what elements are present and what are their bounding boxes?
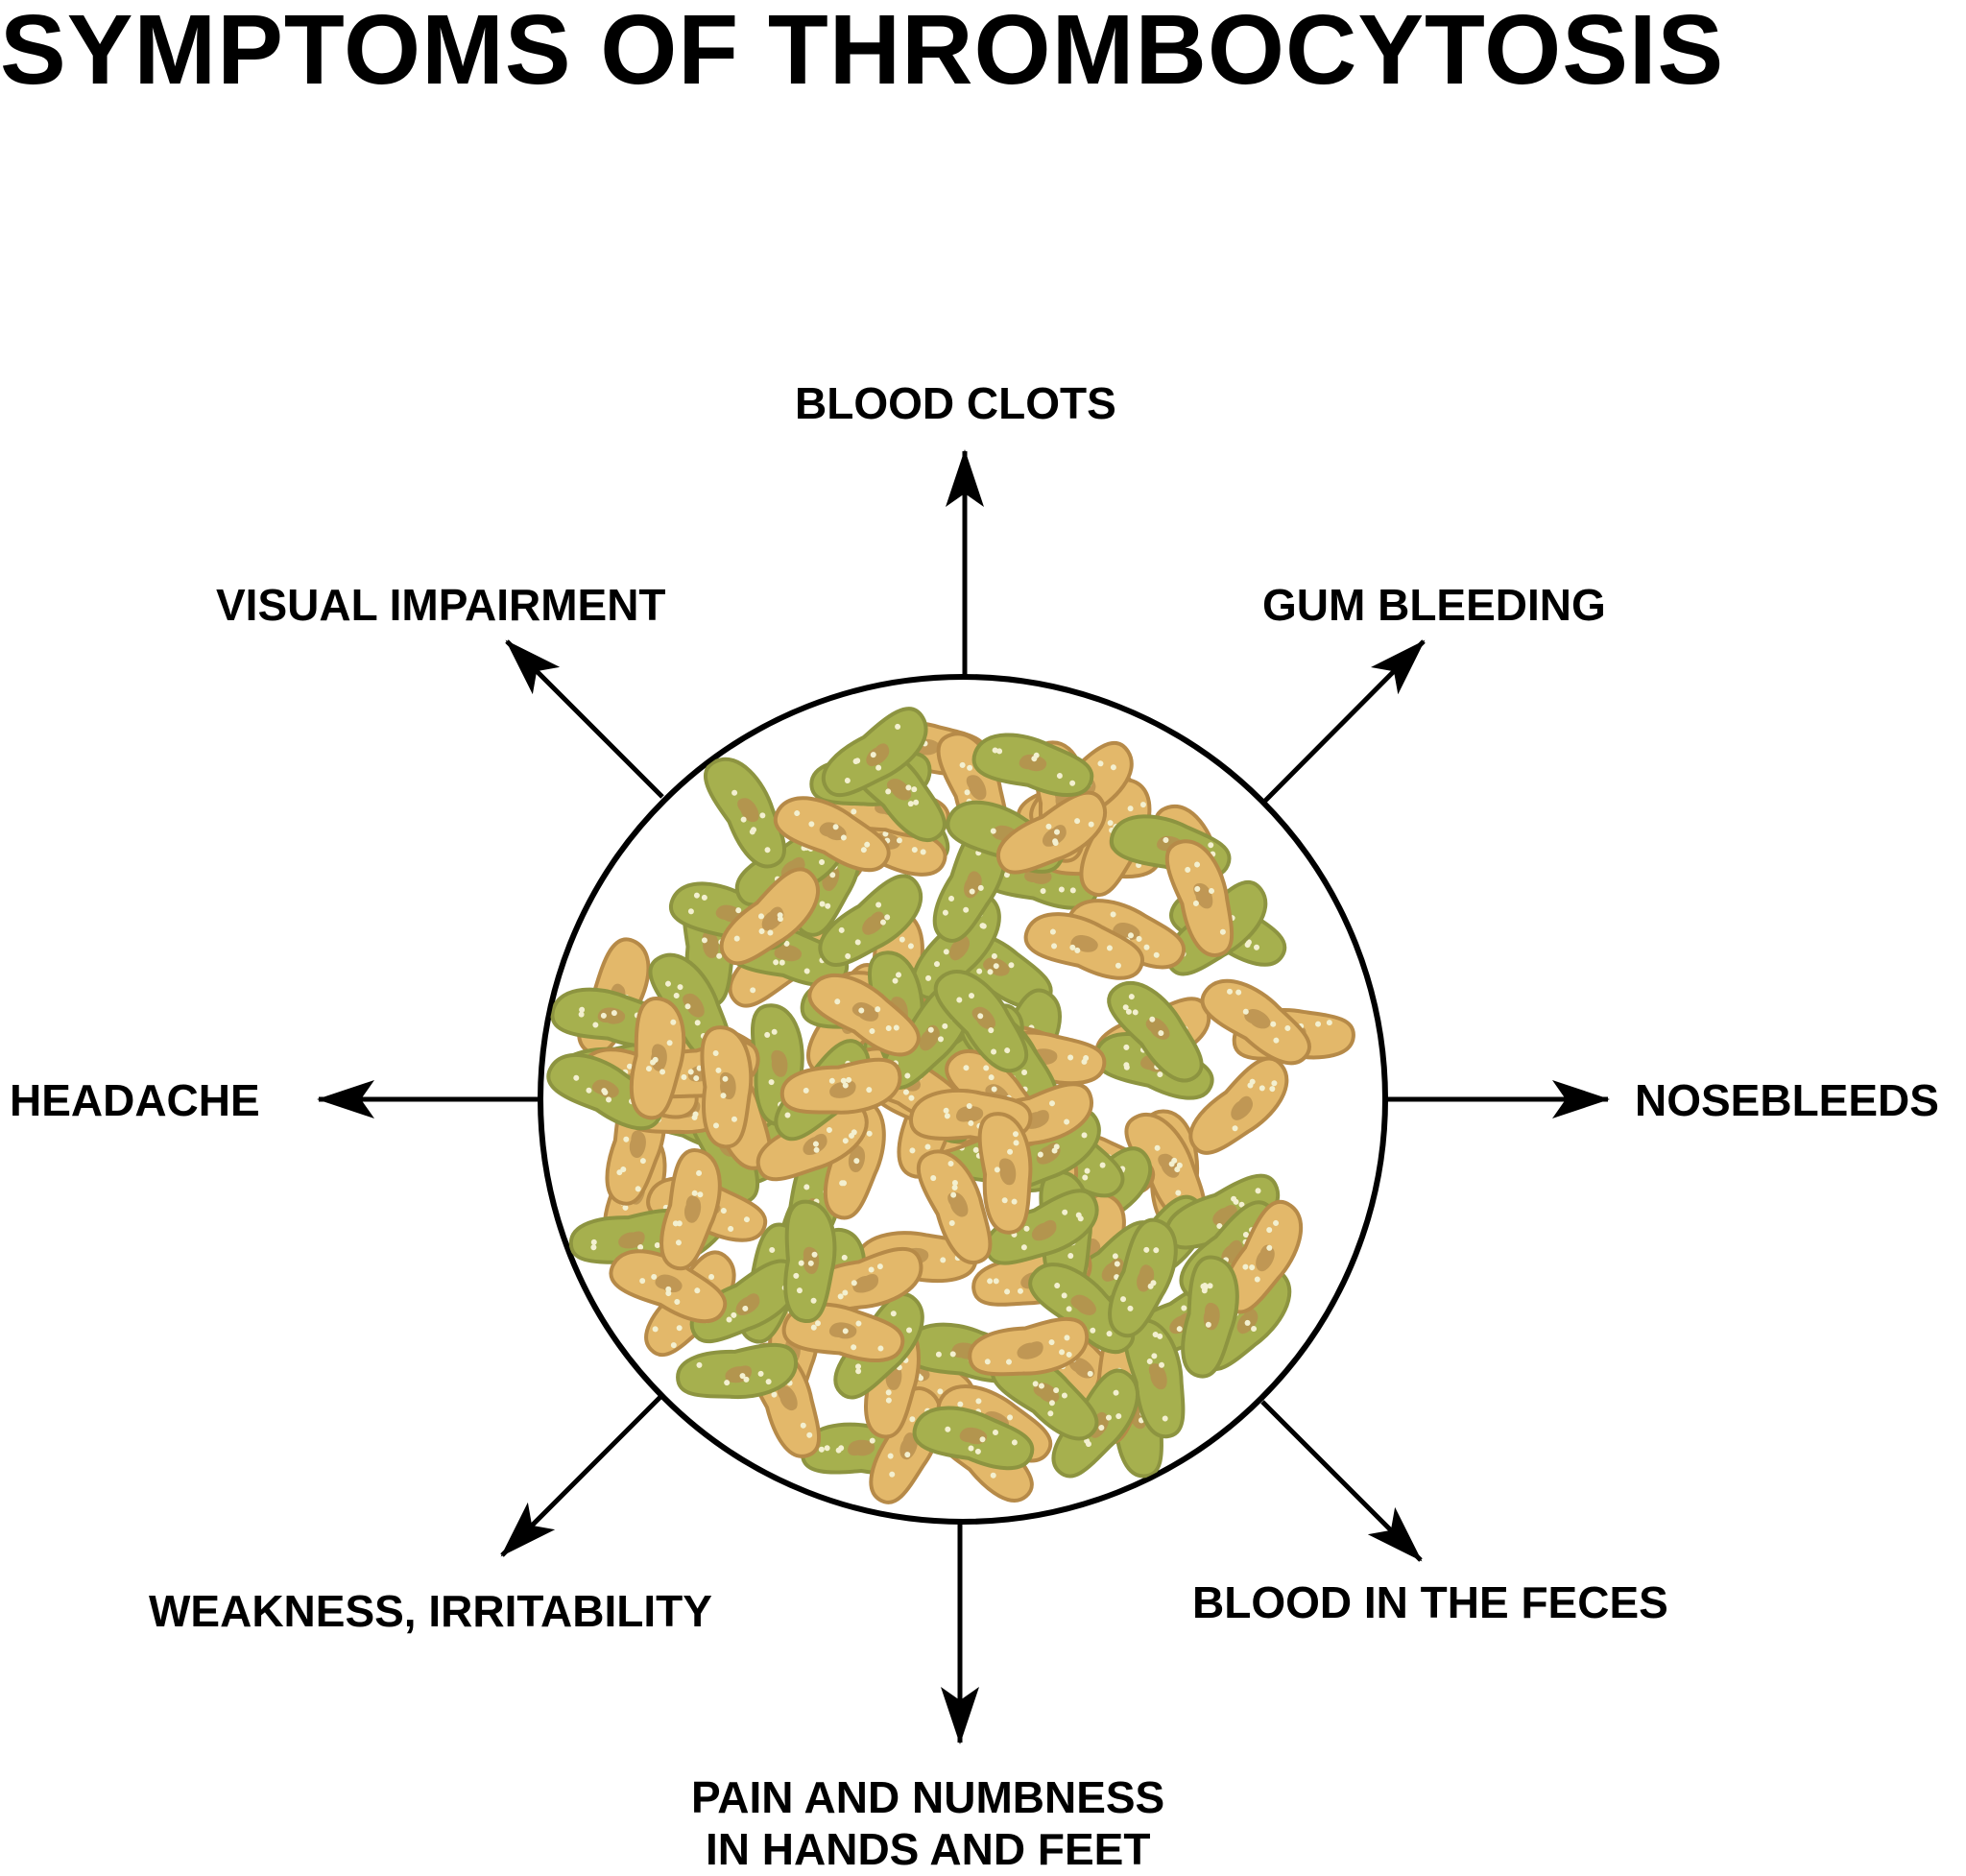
symptom-gum-bleeding: GUM BLEEDING xyxy=(1262,580,1606,630)
symptom-weakness-irritability: WEAKNESS, IRRITABILITY xyxy=(149,1586,712,1636)
platelet xyxy=(932,825,1008,943)
platelet xyxy=(971,733,1094,797)
symptom-pain-numbness-line1: PAIN AND NUMBNESS xyxy=(691,1772,1165,1822)
platelet xyxy=(933,970,1029,1073)
platelet xyxy=(700,1025,754,1149)
platelet xyxy=(807,974,921,1057)
platelet xyxy=(546,1052,663,1131)
platelet xyxy=(1181,1255,1239,1379)
platelet xyxy=(1164,839,1235,957)
platelet xyxy=(1123,1318,1186,1439)
symptom-visual-impairment: VISUAL IMPAIRMENT xyxy=(216,580,666,630)
platelet xyxy=(1108,1217,1178,1338)
symptom-blood-in-feces: BLOOD IN THE FECES xyxy=(1192,1577,1668,1627)
page-title: SYMPTOMS OF THROMBOCYTOSIS xyxy=(0,0,1725,105)
platelet xyxy=(1188,1056,1289,1155)
symptom-pain-numbness-line2: IN HANDS AND FEET xyxy=(706,1824,1151,1874)
platelet xyxy=(779,1057,902,1115)
platelet xyxy=(676,1342,799,1400)
platelet xyxy=(659,1148,722,1271)
platelet xyxy=(783,1199,837,1323)
platelet xyxy=(912,1406,1035,1471)
platelet xyxy=(719,867,821,966)
platelet xyxy=(818,874,923,967)
platelets-cluster xyxy=(546,707,1355,1504)
platelet xyxy=(1107,980,1204,1083)
symptom-headache: HEADACHE xyxy=(10,1075,260,1125)
platelet xyxy=(995,790,1107,875)
platelet xyxy=(984,1189,1099,1265)
platelet xyxy=(1023,912,1144,980)
platelet xyxy=(977,1112,1033,1235)
platelet xyxy=(609,1249,728,1324)
symptom-nosebleeds: NOSEBLEEDS xyxy=(1635,1075,1939,1125)
platelet xyxy=(1200,978,1311,1066)
arrow-top-right xyxy=(1263,639,1426,803)
platelet xyxy=(629,997,686,1120)
platelet xyxy=(968,1316,1090,1377)
platelet xyxy=(822,707,928,798)
platelet xyxy=(773,796,891,873)
arrow-bottom-left xyxy=(500,1395,662,1557)
arrow-bottom-right xyxy=(1260,1400,1423,1562)
symptom-blood-clots: BLOOD CLOTS xyxy=(795,378,1116,428)
arrow-top-left xyxy=(505,639,664,799)
platelet xyxy=(704,757,786,869)
platelet xyxy=(916,1149,993,1265)
